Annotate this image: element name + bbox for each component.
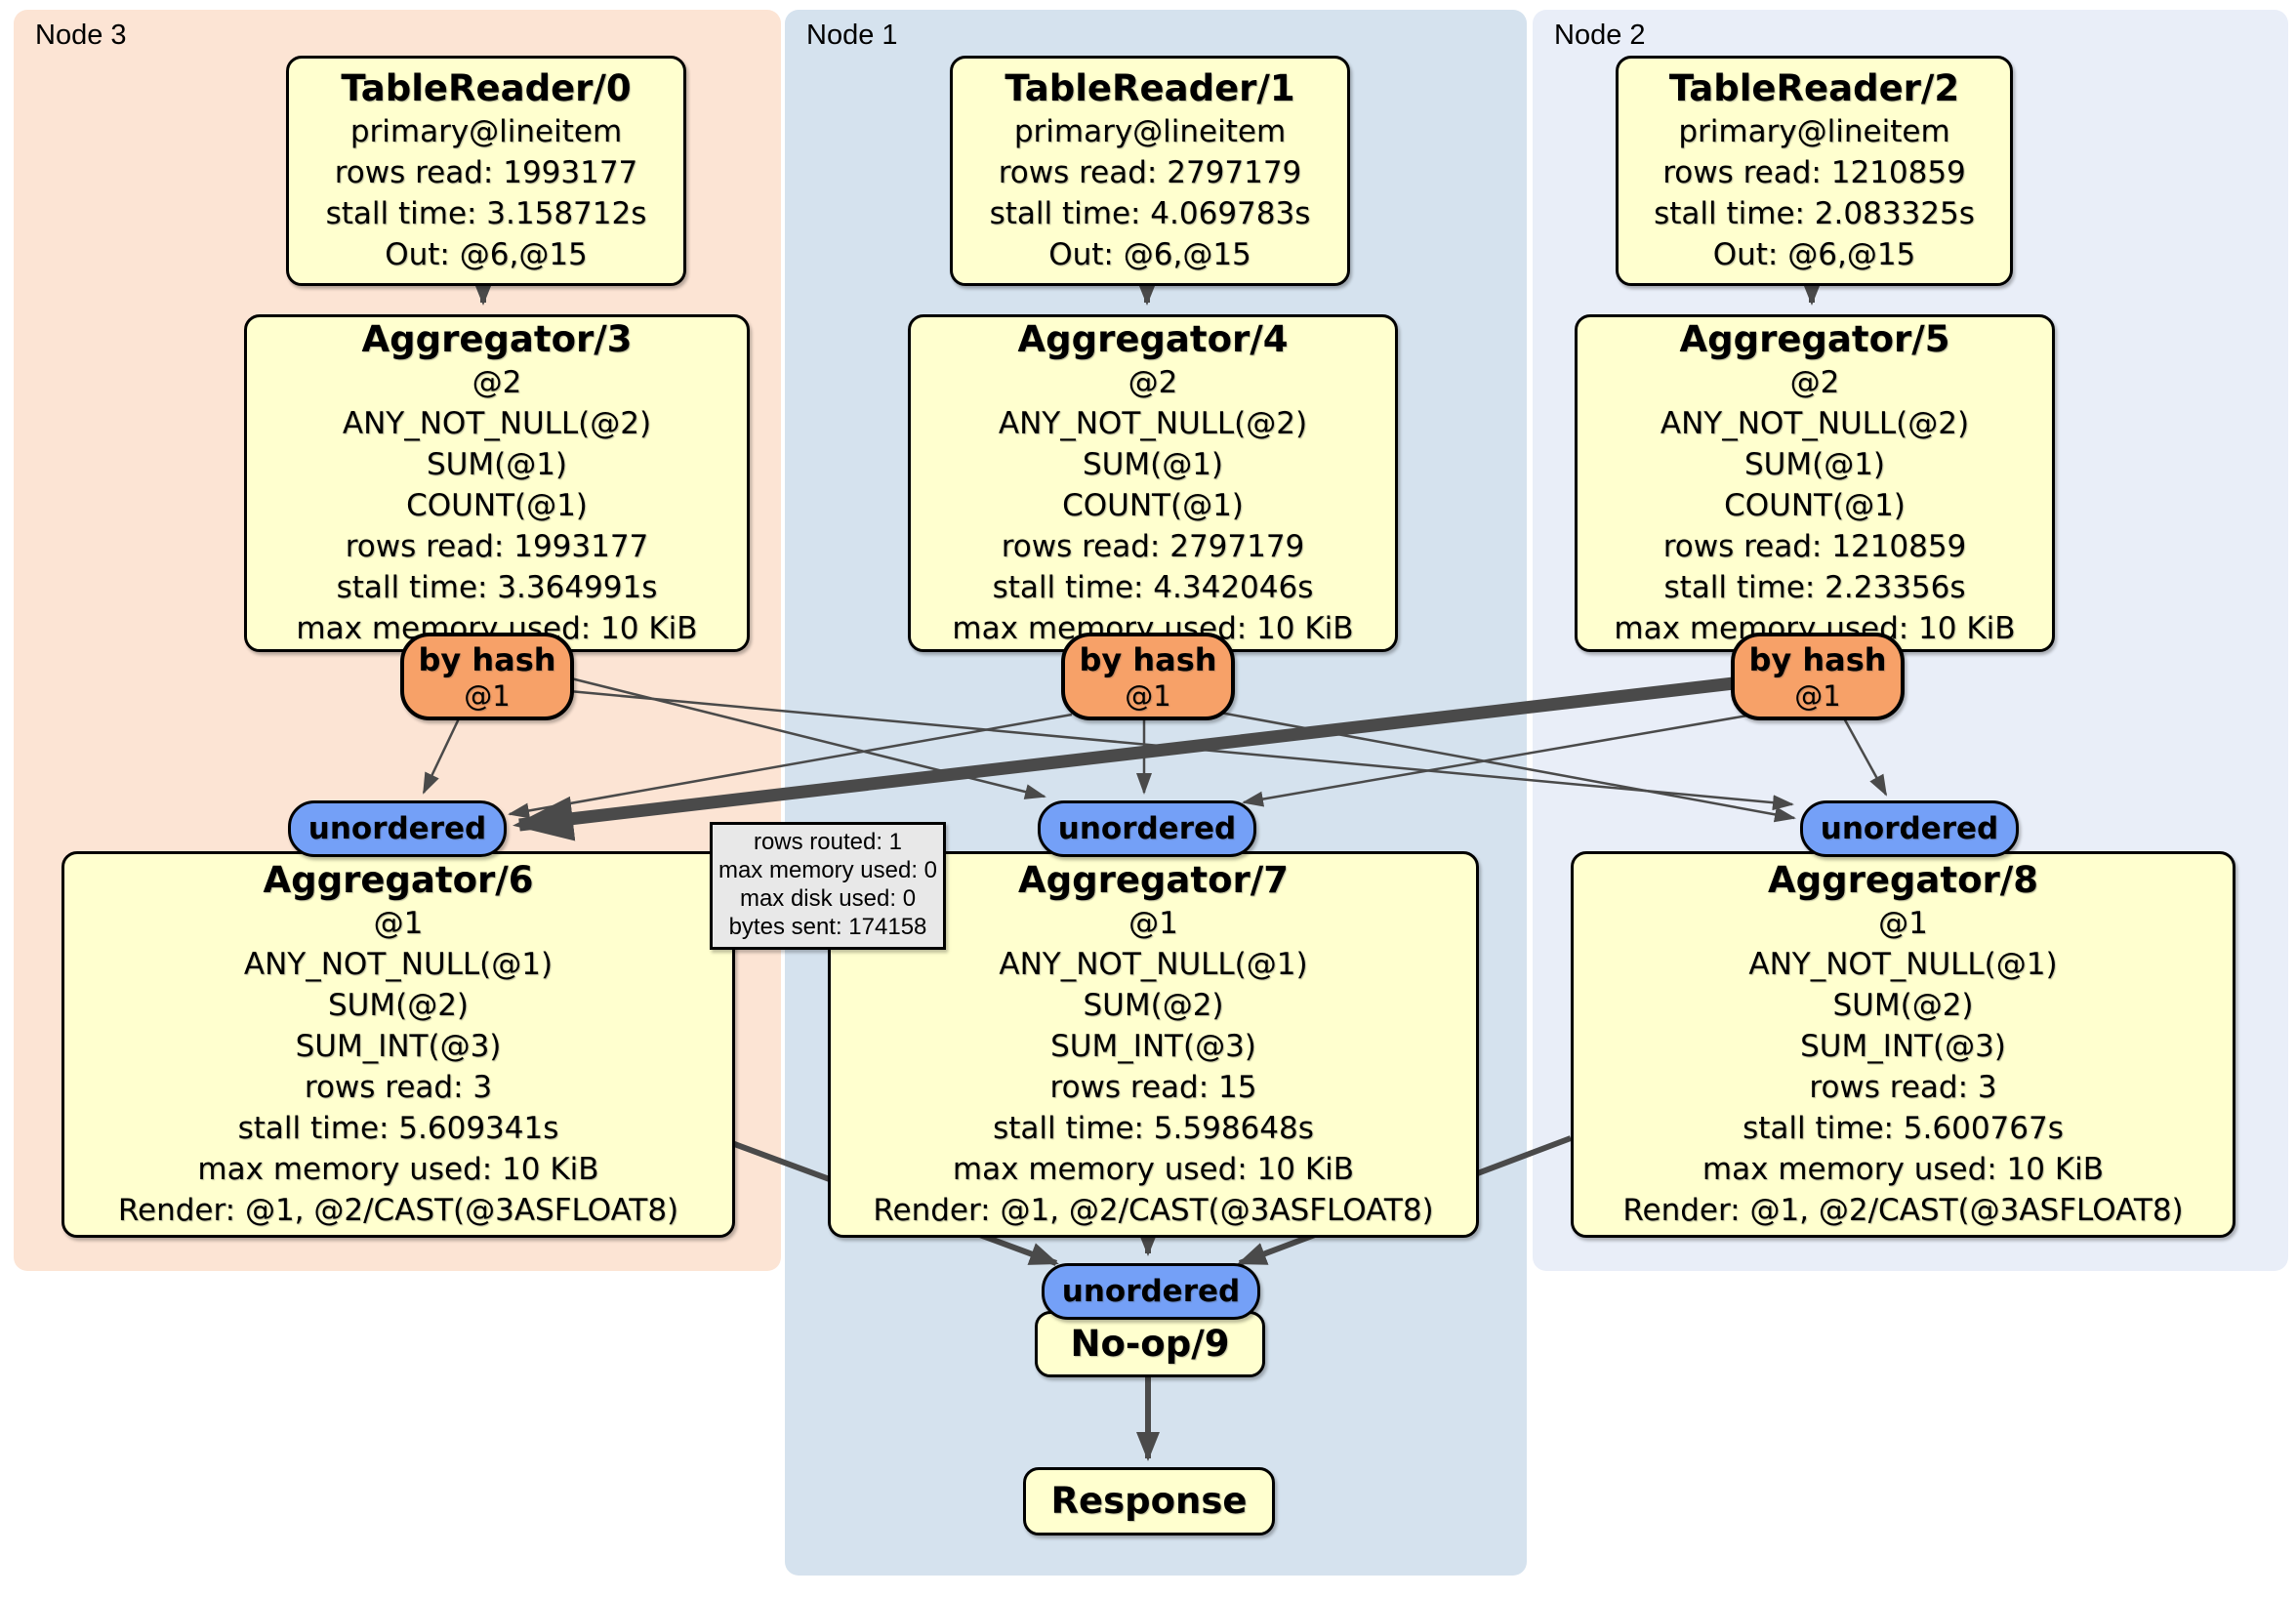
edge-router2-sync3-highlighted [512, 676, 1735, 841]
router-hash-key: @1 [464, 679, 511, 713]
router-label: by hash [1748, 641, 1887, 678]
router-label: by hash [1079, 641, 1217, 678]
sync-unordered-node3: unordered [288, 800, 507, 857]
box-title: Aggregator/4 [1017, 318, 1289, 360]
box-tablereader-0: TableReader/0 primary@lineitem rows read… [286, 56, 686, 286]
tooltip-line: max disk used: 0 [739, 885, 917, 912]
box-aggregator-3: Aggregator/3 @2 ANY_NOT_NULL(@2) SUM(@1)… [244, 314, 750, 652]
sync-unordered-node2: unordered [1800, 800, 2019, 857]
box-aggregator-5: Aggregator/5 @2 ANY_NOT_NULL(@2) SUM(@1)… [1575, 314, 2055, 652]
sync-label: unordered [1820, 811, 1999, 846]
edge-router3-sync3 [422, 714, 463, 795]
router-hash-key: @1 [1125, 679, 1171, 713]
sync-label: unordered [308, 811, 487, 846]
box-title: TableReader/1 [1004, 67, 1295, 109]
box-title: Aggregator/6 [263, 859, 534, 901]
sync-label: unordered [1057, 811, 1237, 846]
box-title: TableReader/2 [1668, 67, 1960, 109]
sync-label: unordered [1061, 1274, 1241, 1309]
edge-router1-sync3 [508, 713, 1073, 819]
tooltip-line: max memory used: 0 [718, 857, 938, 883]
region-label-node2: Node 2 [1554, 20, 1646, 51]
box-tablereader-2: TableReader/2 primary@lineitem rows read… [1616, 56, 2013, 286]
box-aggregator-6: Aggregator/6 @1 ANY_NOT_NULL(@1) SUM(@2)… [62, 851, 735, 1238]
sync-unordered-node1: unordered [1038, 800, 1256, 857]
box-title: TableReader/0 [341, 67, 632, 109]
router-label: by hash [418, 641, 556, 678]
box-noop-9: No-op/9 [1035, 1311, 1265, 1377]
region-label-node3: Node 3 [35, 20, 127, 51]
box-title: Aggregator/3 [361, 318, 633, 360]
box-aggregator-8: Aggregator/8 @1 ANY_NOT_NULL(@1) SUM(@2)… [1571, 851, 2235, 1238]
box-title: Aggregator/5 [1679, 318, 1950, 360]
tooltip-edge-stats: rows routed: 1 max memory used: 0 max di… [710, 822, 946, 950]
box-tablereader-1: TableReader/1 primary@lineitem rows read… [950, 56, 1350, 286]
router-by-hash-node1: by hash @1 [1061, 633, 1235, 720]
tooltip-line: rows routed: 1 [753, 829, 903, 855]
edge-router2-sync1 [1242, 713, 1754, 807]
box-response: Response [1023, 1467, 1275, 1536]
box-title: No-op/9 [1070, 1323, 1230, 1365]
router-hash-key: @1 [1794, 679, 1841, 713]
sync-unordered-final: unordered [1042, 1263, 1260, 1320]
box-title: Aggregator/7 [1017, 859, 1289, 901]
edge-router3-sync1 [566, 676, 1046, 799]
router-by-hash-node3: by hash @1 [400, 633, 574, 720]
box-title: Aggregator/8 [1767, 859, 2038, 901]
router-by-hash-node2: by hash @1 [1731, 633, 1905, 720]
region-label-node1: Node 1 [806, 20, 898, 51]
edge-router2-sync2 [1841, 716, 1888, 797]
tooltip-line: bytes sent: 174158 [728, 914, 927, 940]
box-title: Response [1050, 1480, 1248, 1522]
box-aggregator-4: Aggregator/4 @2 ANY_NOT_NULL(@2) SUM(@1)… [908, 314, 1398, 652]
